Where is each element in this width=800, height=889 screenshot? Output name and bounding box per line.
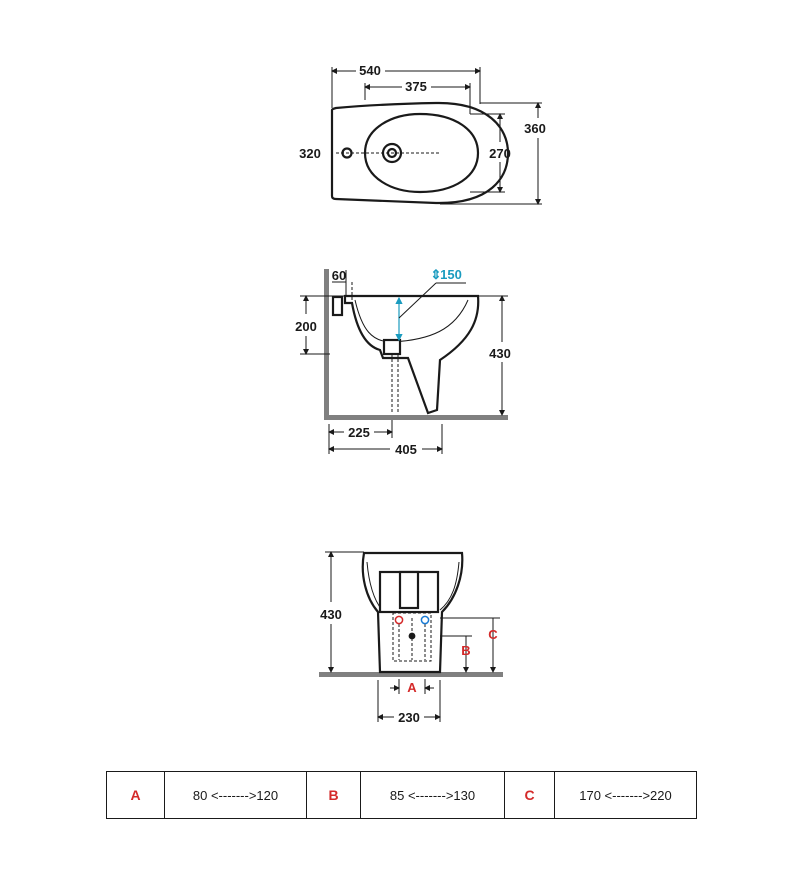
dim-360: 360	[524, 121, 546, 136]
dim-430-front: 430	[320, 607, 342, 622]
side-view: 60 200 ⇕ 150 430 225 405	[295, 267, 511, 457]
dim-200: 200	[295, 319, 317, 334]
wall	[324, 269, 329, 420]
top-view: 540 375 360 270 320	[299, 63, 546, 205]
dim-540: 540	[359, 63, 381, 78]
front-recess-inner	[398, 570, 420, 610]
rim-depth-arrow-icon: ⇕	[431, 267, 442, 282]
side-view-body	[343, 294, 480, 415]
drain-outlet-icon	[408, 632, 416, 640]
range-value-b: 85 <------->130	[360, 771, 505, 819]
dimension-ranges-table: A 80 <------->120 B 85 <------->130 C 17…	[106, 771, 697, 819]
dim-225: 225	[348, 425, 370, 440]
range-value-a: 80 <------->120	[164, 771, 307, 819]
floor	[324, 415, 508, 420]
dim-60: 60	[332, 268, 346, 283]
outlet-sleeve	[382, 338, 402, 356]
table-row: A 80 <------->120 B 85 <------->130 C 17…	[106, 771, 697, 819]
front-floor	[319, 672, 503, 677]
cold-water-icon	[420, 615, 430, 625]
dim-150: 150	[440, 267, 462, 282]
connection-zone	[392, 612, 432, 662]
range-key-b: B	[306, 771, 361, 819]
dim-320: 320	[299, 146, 321, 161]
dim-230: 230	[398, 710, 420, 725]
dim-270: 270	[489, 146, 511, 161]
letter-a: A	[407, 680, 417, 695]
range-key-a: A	[106, 771, 165, 819]
dim-430-side: 430	[489, 346, 511, 361]
letter-c: C	[488, 627, 498, 642]
inlet-connector	[331, 295, 344, 317]
range-value-c: 170 <------->220	[554, 771, 697, 819]
dim-405: 405	[395, 442, 417, 457]
hot-water-icon	[394, 615, 404, 625]
range-key-c: C	[504, 771, 555, 819]
letter-b: B	[461, 643, 470, 658]
front-view: 430 B C A 230	[319, 551, 503, 725]
dim-375: 375	[405, 79, 427, 94]
